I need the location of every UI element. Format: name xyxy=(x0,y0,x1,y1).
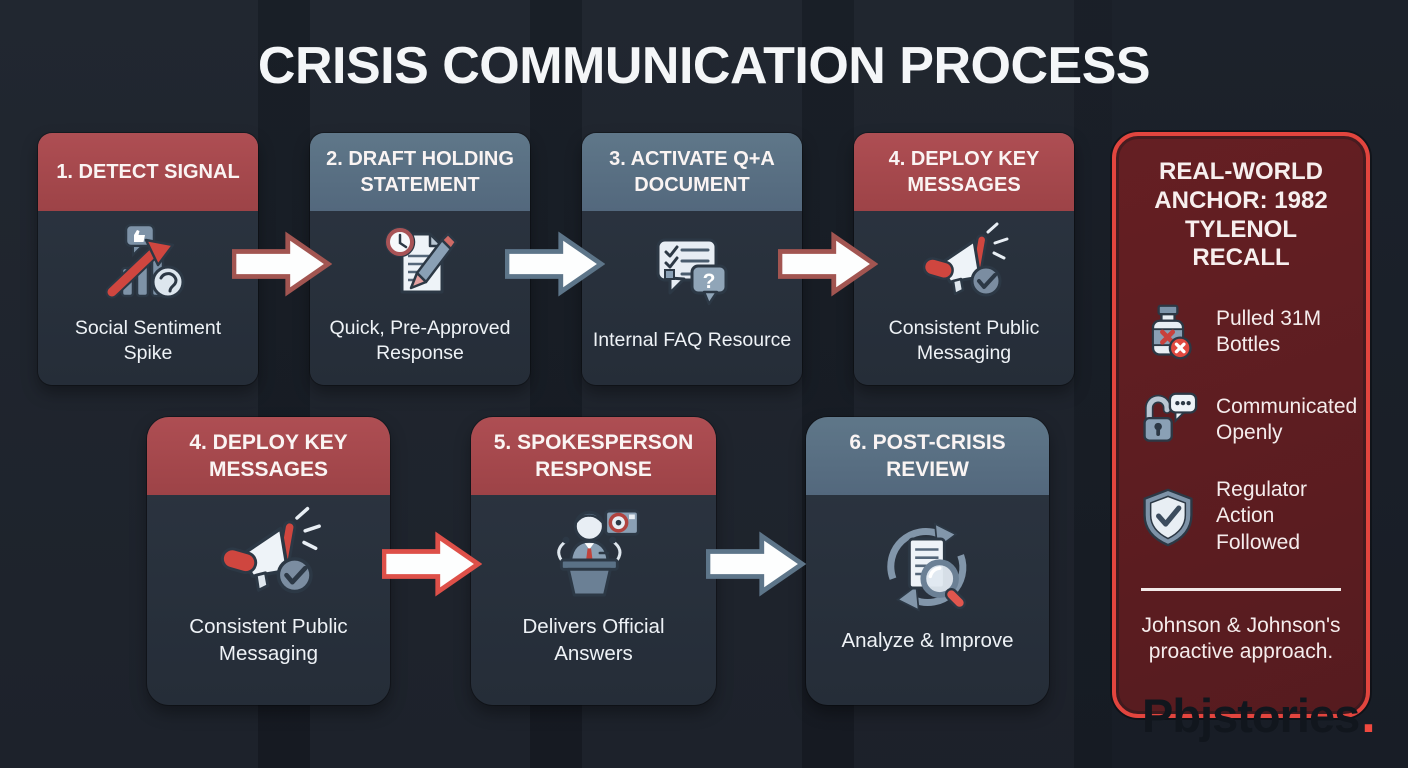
review-magnifier-icon xyxy=(872,518,984,616)
step-4b-header: 4. DEPLOY KEY MESSAGES xyxy=(147,417,390,495)
megaphone-check-icon xyxy=(213,504,325,602)
sentiment-spike-icon xyxy=(100,220,196,304)
step-4-header: 4. DEPLOY KEY MESSAGES xyxy=(854,133,1074,211)
megaphone-check-icon xyxy=(916,220,1012,304)
flow-arrow-5-icon xyxy=(705,529,807,604)
step-4-caption: Consistent Public Messaging xyxy=(888,316,1040,364)
sidebar-divider xyxy=(1141,587,1341,591)
sidebar-item-communicated-openly: Communicated Openly xyxy=(1138,389,1357,451)
sidebar-footer-text: Johnson & Johnson's proactive approach. xyxy=(1141,613,1341,664)
step-card-3-activate-qa-document: 3. ACTIVATE Q+A DOCUMENT ? Internal FAQ … xyxy=(582,133,802,385)
step-3-caption: Internal FAQ Resource xyxy=(592,329,792,352)
svg-text:?: ? xyxy=(703,270,716,293)
sidebar-item-label: Regulator Action Followed xyxy=(1216,478,1308,554)
step-4b-caption: Consistent Public Messaging xyxy=(189,615,348,665)
step-3-header: 3. ACTIVATE Q+A DOCUMENT xyxy=(582,133,802,211)
open-lock-chat-icon xyxy=(1138,389,1198,451)
page-title: CRISIS COMMUNICATION PROCESS xyxy=(257,37,1151,95)
step-6-caption: Analyze & Improve xyxy=(841,628,1014,652)
flow-arrow-4-icon xyxy=(381,529,483,604)
step-1-header: 1. DETECT SIGNAL xyxy=(38,133,258,211)
step-6-header: 6. POST-CRISIS REVIEW xyxy=(806,417,1049,495)
sidebar-item-label: Communicated Openly xyxy=(1216,394,1358,445)
step-2-caption: Quick, Pre-Approved Response xyxy=(329,316,511,364)
sidebar-item-regulator-action: Regulator Action Followed xyxy=(1138,477,1344,556)
document-pencil-clock-icon xyxy=(372,220,468,304)
sidebar-item-label: Pulled 31M Bottles xyxy=(1216,306,1322,357)
step-card-5-spokesperson-response: 5. SPOKESPERSON RESPONSE xyxy=(471,417,716,705)
step-card-6-post-crisis-review: 6. POST-CRISIS REVIEW Analyze & Improve xyxy=(806,417,1049,705)
sidebar-item-pulled-bottles: Pulled 31M Bottles xyxy=(1138,301,1344,363)
flow-arrow-3-icon xyxy=(777,230,879,303)
real-world-anchor-panel: REAL-WORLD ANCHOR: 1982 TYLENOL RECALL P… xyxy=(1112,132,1370,718)
step-1-caption: Social Sentiment Spike xyxy=(74,316,222,364)
step-card-2-draft-holding-statement: 2. DRAFT HOLDING STATEMENT Quick, Pre-Ap… xyxy=(310,133,530,385)
step-card-4b-deploy-key-messages: 4. DEPLOY KEY MESSAGES Consistent Public… xyxy=(147,417,390,705)
watermark-text: Pbjstories xyxy=(1142,689,1360,742)
shield-check-icon xyxy=(1138,485,1198,549)
step-card-1-detect-signal: 1. DETECT SIGNAL Social Sentiment Sp xyxy=(38,133,258,385)
spokesperson-podium-icon xyxy=(538,504,650,602)
flow-arrow-2-icon xyxy=(504,230,606,303)
step-card-4-deploy-key-messages: 4. DEPLOY KEY MESSAGES Consistent Public… xyxy=(854,133,1074,385)
faq-bubbles-icon: ? xyxy=(644,232,740,316)
step-2-header: 2. DRAFT HOLDING STATEMENT xyxy=(310,133,530,211)
flow-arrow-1-icon xyxy=(231,230,333,303)
step-5-header: 5. SPOKESPERSON RESPONSE xyxy=(471,417,716,495)
sidebar-title: REAL-WORLD ANCHOR: 1982 TYLENOL RECALL xyxy=(1154,158,1328,272)
watermark: Pbjstories. xyxy=(1142,686,1376,744)
step-5-caption: Delivers Official Answers xyxy=(522,615,665,665)
pill-bottle-x-icon xyxy=(1138,301,1198,363)
